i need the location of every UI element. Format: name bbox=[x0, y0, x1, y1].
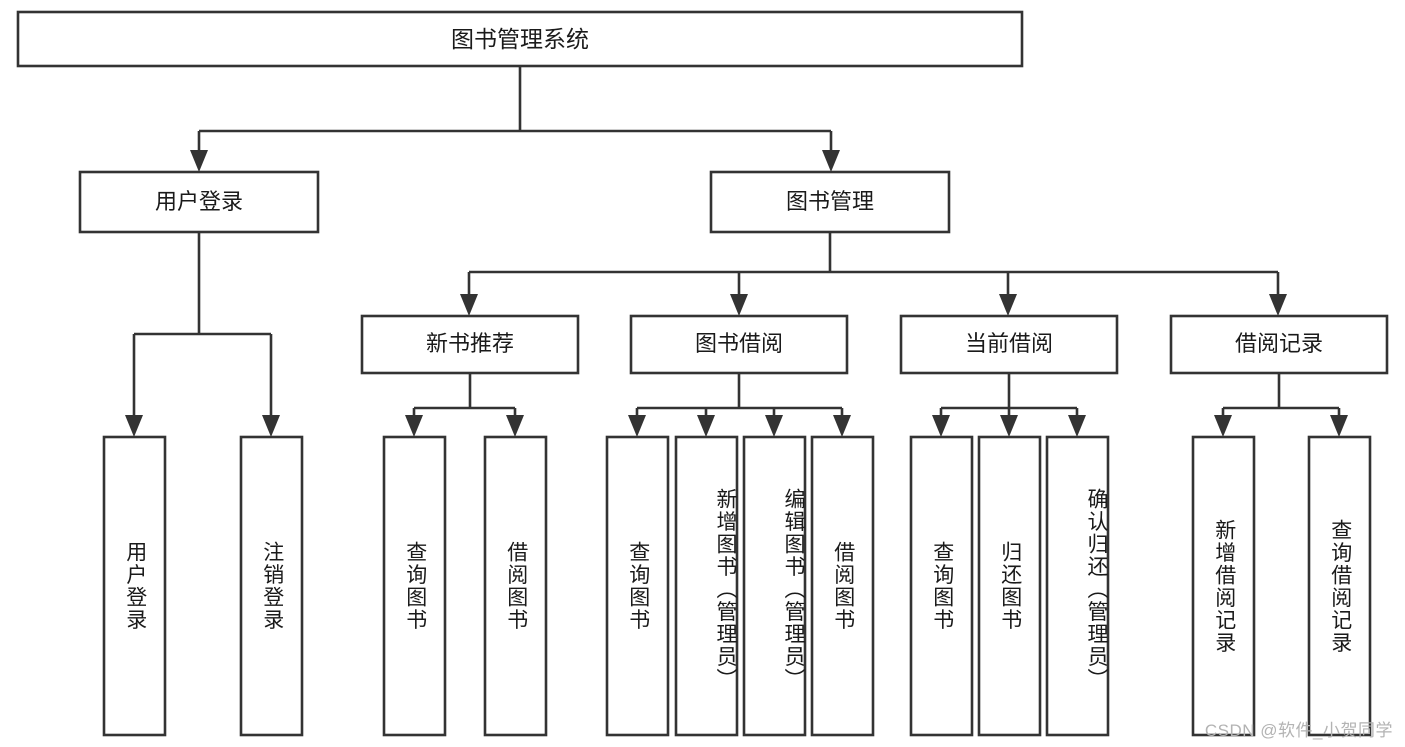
node-borrow-record[interactable]: 借阅记录 bbox=[1169, 314, 1389, 375]
arrow-head-icon bbox=[932, 415, 950, 437]
node-book-borrow[interactable]: 图书借阅 bbox=[629, 314, 849, 375]
connector-book-borrow-to-leaves bbox=[628, 373, 851, 437]
node-leaf-add-record-box[interactable] bbox=[1191, 435, 1256, 737]
arrow-head-icon bbox=[1214, 415, 1232, 437]
arrow-head-icon bbox=[1330, 415, 1348, 437]
node-leaf-add-book-box[interactable] bbox=[674, 435, 739, 737]
node-borrow-record-label: 借阅记录 bbox=[1235, 331, 1323, 356]
arrow-head-icon bbox=[1000, 415, 1018, 437]
node-book-borrow-label: 图书借阅 bbox=[695, 331, 783, 356]
connector-borrow-record-to-leaves bbox=[1214, 373, 1348, 437]
node-leaf-query-book-3-box[interactable] bbox=[909, 435, 974, 737]
node-leaf-edit-book-box[interactable] bbox=[742, 435, 807, 737]
node-user-login-label: 用户登录 bbox=[155, 189, 243, 214]
node-leaf-return-book-box[interactable] bbox=[977, 435, 1042, 737]
node-root-label: 图书管理系统 bbox=[451, 26, 589, 52]
arrow-head-icon bbox=[1068, 415, 1086, 437]
arrow-head-icon bbox=[125, 415, 143, 437]
arrow-head-icon bbox=[190, 150, 208, 172]
connector-current-borrow-to-leaves bbox=[932, 373, 1086, 437]
arrow-head-icon bbox=[628, 415, 646, 437]
node-new-book-recommend[interactable]: 新书推荐 bbox=[360, 314, 580, 375]
node-root[interactable]: 图书管理系统 bbox=[16, 10, 1024, 68]
node-leaf-borrow-book-1-box[interactable] bbox=[483, 435, 548, 737]
arrow-head-icon bbox=[697, 415, 715, 437]
arrow-head-icon bbox=[460, 294, 478, 316]
node-leaf-query-book-2-box[interactable] bbox=[605, 435, 670, 737]
node-book-manage[interactable]: 图书管理 bbox=[709, 170, 951, 234]
arrow-head-icon bbox=[262, 415, 280, 437]
node-leaf-query-book-1-box[interactable] bbox=[382, 435, 447, 737]
connector-root-to-level2 bbox=[190, 66, 840, 172]
node-new-book-recommend-label: 新书推荐 bbox=[426, 331, 514, 356]
arrow-head-icon bbox=[730, 294, 748, 316]
node-new-book-recommend-box bbox=[360, 314, 580, 375]
arrow-head-icon bbox=[506, 415, 524, 437]
csdn-watermark: CSDN @软件_小贺同学 bbox=[1204, 721, 1393, 740]
node-leaf-borrow-book-2-box[interactable] bbox=[810, 435, 875, 737]
arrow-head-icon bbox=[765, 415, 783, 437]
node-leaf-query-record-box[interactable] bbox=[1307, 435, 1372, 737]
node-current-borrow[interactable]: 当前借阅 bbox=[899, 314, 1119, 375]
arrow-head-icon bbox=[999, 294, 1017, 316]
node-user-login[interactable]: 用户登录 bbox=[78, 170, 320, 234]
node-current-borrow-box bbox=[899, 314, 1119, 375]
node-book-manage-label: 图书管理 bbox=[786, 189, 874, 214]
node-current-borrow-label: 当前借阅 bbox=[965, 331, 1053, 356]
connector-user-login-to-leaves bbox=[125, 232, 280, 437]
arrow-head-icon bbox=[1269, 294, 1287, 316]
node-leaf-user-login-box[interactable] bbox=[102, 435, 167, 737]
connector-book-manage-to-level3 bbox=[460, 232, 1287, 316]
arrow-head-icon bbox=[822, 150, 840, 172]
node-user-login-box bbox=[78, 170, 320, 234]
arrow-head-icon bbox=[833, 415, 851, 437]
node-root-box bbox=[16, 10, 1024, 68]
node-leaf-user-logout-box[interactable] bbox=[239, 435, 304, 737]
node-leaf-confirm-return-box[interactable] bbox=[1045, 435, 1110, 737]
arrow-head-icon bbox=[405, 415, 423, 437]
connector-new-book-recommend-to-leaves bbox=[405, 373, 524, 437]
